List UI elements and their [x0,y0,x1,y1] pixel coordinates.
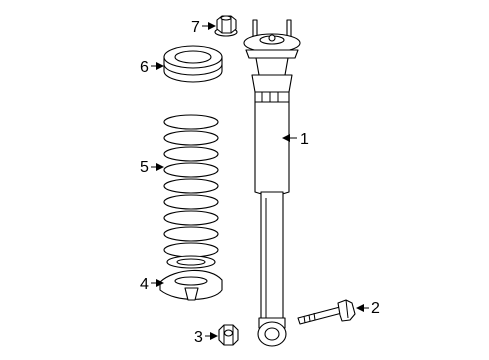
flange-nut-icon [214,15,238,37]
callout-label-3: 3 [194,329,203,346]
callout-label-7: 7 [191,19,200,36]
callout-label-4: 4 [140,276,149,293]
callout-label-1: 1 [300,131,309,148]
spring-insulator-icon [163,45,223,83]
callout-1: 1 [282,131,309,148]
callout-6: 6 [140,59,164,76]
shock-absorber-icon [243,19,301,347]
callout-label-2: 2 [371,300,380,317]
callout-4: 4 [140,276,164,293]
callout-5: 5 [140,159,164,176]
bolt-icon [297,299,356,325]
nut-icon [218,324,239,346]
spring-seat-icon [159,269,223,301]
callout-3: 3 [194,329,218,346]
callout-7: 7 [191,19,216,36]
coil-spring-icon [163,114,219,269]
callout-label-6: 6 [140,59,149,76]
callout-label-5: 5 [140,159,149,176]
callout-2: 2 [356,300,380,317]
